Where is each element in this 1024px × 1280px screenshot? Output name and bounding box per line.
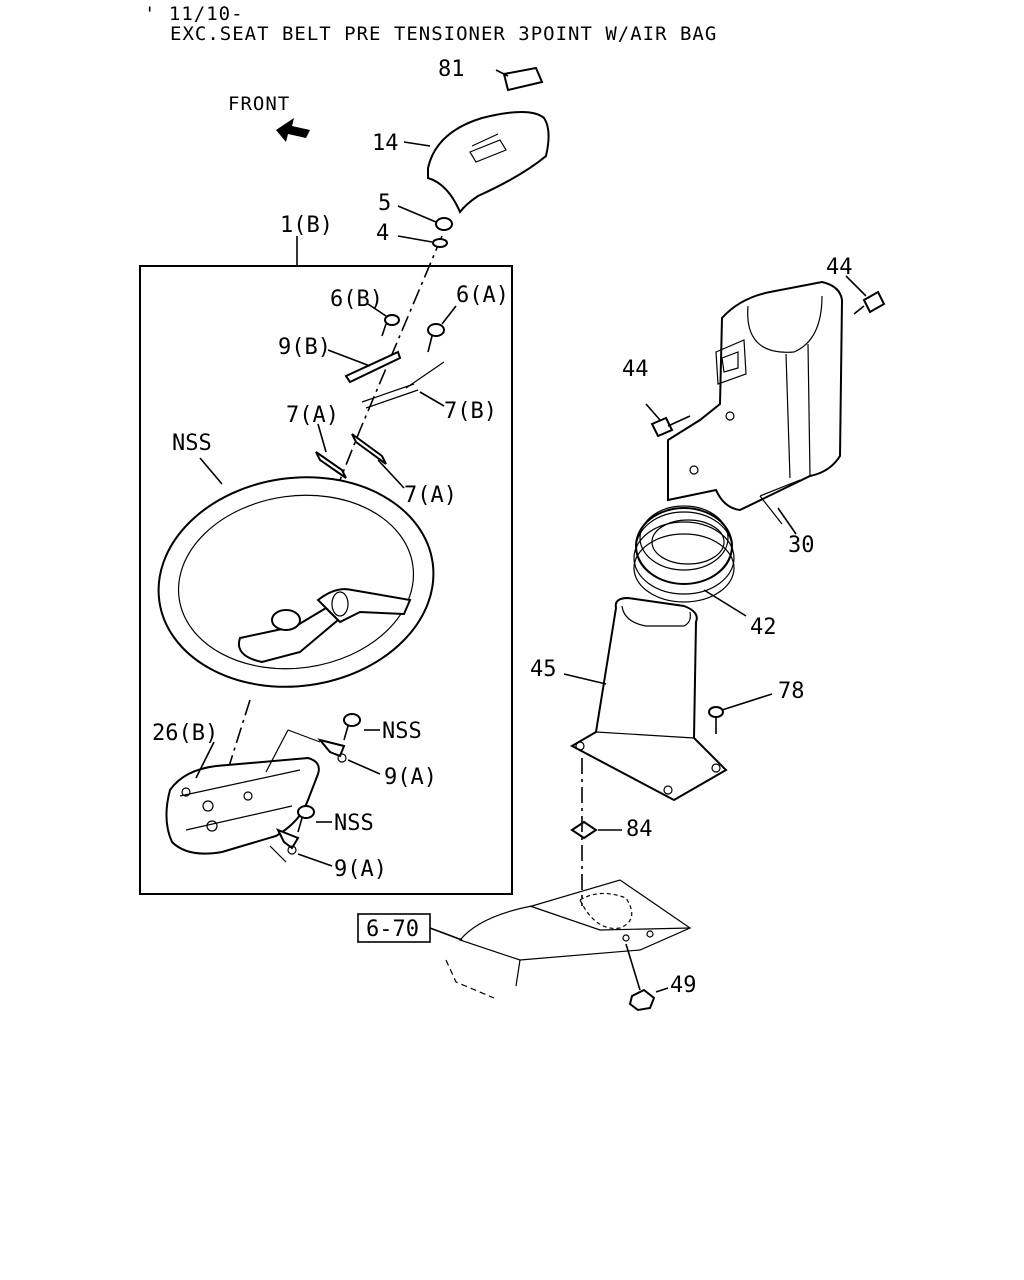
callout-14: 14 xyxy=(372,131,399,156)
callout-49: 49 xyxy=(670,973,697,998)
terminal-7a-upper xyxy=(315,423,347,479)
screw-nss-lower xyxy=(297,805,332,833)
screw-44-lower xyxy=(645,403,691,438)
column-cover-30 xyxy=(667,280,844,535)
column-sleeve-45 xyxy=(563,596,728,802)
callout-26b: 26(B) xyxy=(152,721,218,746)
callout-7a-lower: 7(A) xyxy=(404,483,457,508)
header-title: EXC.SEAT BELT PRE TENSIONER 3POINT W/AIR… xyxy=(170,23,717,45)
spring-9b xyxy=(327,349,402,384)
steering-wheel-group-box xyxy=(139,265,513,895)
horn-contact-plate-26b xyxy=(165,741,320,855)
callout-9a-upper: 9(A) xyxy=(384,765,437,790)
callout-42: 42 xyxy=(750,615,777,640)
floor-panel-6-70 xyxy=(357,879,692,999)
bracket-9a-lower xyxy=(269,828,333,867)
callout-44-lower: 44 xyxy=(622,357,649,382)
callout-44-upper: 44 xyxy=(826,255,853,280)
bolt-78 xyxy=(708,693,773,734)
spring-7b xyxy=(361,361,445,409)
callout-84: 84 xyxy=(626,817,653,842)
callout-nss-upper: NSS xyxy=(382,719,422,744)
screw-nss-upper xyxy=(343,713,380,741)
callout-7b: 7(B) xyxy=(444,399,497,424)
front-label: FRONT xyxy=(228,93,290,115)
screw-6b xyxy=(367,303,400,337)
steering-wheel-nss xyxy=(157,457,435,688)
callout-nss-lower: NSS xyxy=(334,811,374,836)
callout-9a-lower: 9(A) xyxy=(334,857,387,882)
callout-81: 81 xyxy=(438,57,465,82)
callout-nss-wheel: NSS xyxy=(172,431,212,456)
callout-6b: 6(B) xyxy=(330,287,383,312)
callout-5: 5 xyxy=(378,191,391,216)
terminal-7a-lower xyxy=(351,433,405,489)
callout-6a: 6(A) xyxy=(456,283,509,308)
header-date: ' 11/10- xyxy=(144,3,244,25)
screw-44-upper xyxy=(845,275,886,315)
horn-button-81 xyxy=(495,66,544,92)
ref-box-label: 6-70 xyxy=(366,917,419,942)
callout-78: 78 xyxy=(778,679,805,704)
plate-84 xyxy=(570,820,622,840)
front-arrow-icon xyxy=(276,118,310,142)
ref-box-6-70 xyxy=(357,913,431,943)
steering-pad-cover-14 xyxy=(403,111,550,214)
bracket-9a-upper xyxy=(265,729,381,775)
callout-7a-upper: 7(A) xyxy=(286,403,339,428)
callout-45: 45 xyxy=(530,657,557,682)
callout-9b: 9(B) xyxy=(278,335,331,360)
screw-6a xyxy=(427,305,457,353)
column-boot-42 xyxy=(633,505,747,617)
nut-5 xyxy=(397,205,453,231)
nut-49 xyxy=(625,943,669,1012)
callout-4: 4 xyxy=(376,221,389,246)
washer-4 xyxy=(397,235,448,248)
callout-30: 30 xyxy=(788,533,815,558)
callout-1b: 1(B) xyxy=(280,213,333,238)
